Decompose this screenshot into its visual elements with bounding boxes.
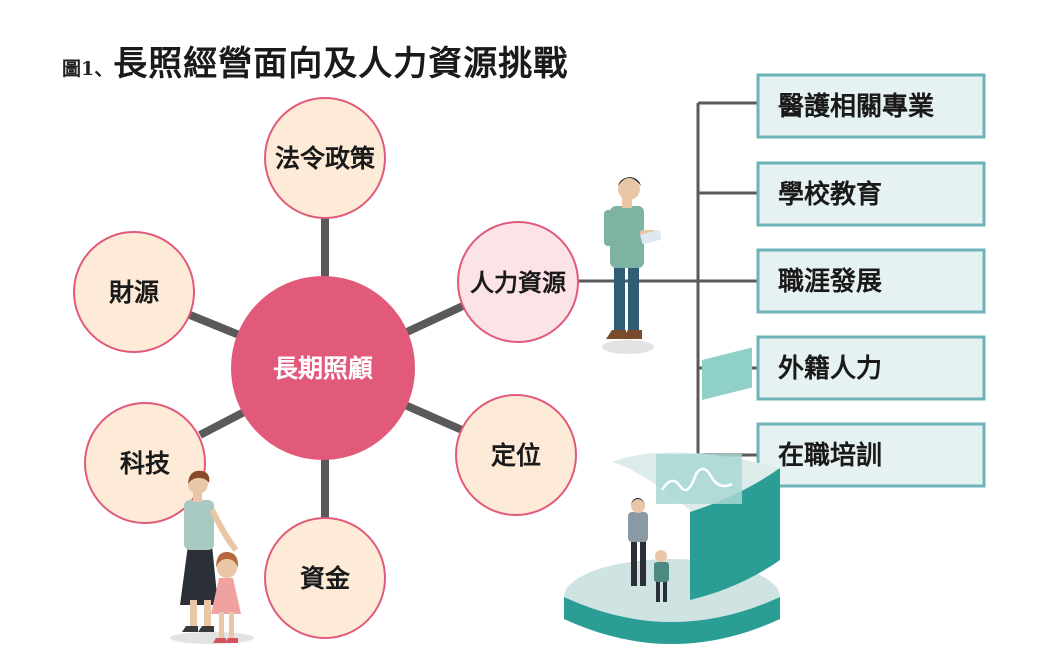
hr-box-training-label: 在職培訓	[778, 440, 882, 471]
satellite-finance-label: 財源	[109, 278, 159, 307]
hr-box-school: 學校教育	[756, 161, 986, 227]
figure-title: 圖1、 長照經營面向及人力資源挑戰	[62, 36, 568, 85]
satellite-position-label: 定位	[491, 441, 541, 470]
figure-number: 圖1、	[62, 58, 114, 80]
satellite-hr: 人力資源	[457, 221, 579, 343]
caregiver-with-child-illustration	[170, 470, 254, 644]
satellite-hr-label: 人力資源	[470, 268, 566, 297]
hr-box-foreign: 外籍人力	[756, 335, 986, 401]
hr-box-career-label: 職涯發展	[778, 267, 882, 297]
satellite-tech-label: 科技	[120, 449, 170, 478]
hr-branch-connectors	[578, 101, 758, 457]
person-with-tablet-illustration	[602, 177, 662, 354]
satellite-capital: 資金	[264, 517, 386, 639]
hr-box-training: 在職培訓	[756, 422, 986, 488]
hr-box-career: 職涯發展	[756, 248, 986, 314]
satellite-policy-label: 法令政策	[275, 144, 376, 173]
hr-box-foreign-label: 外籍人力	[778, 353, 882, 384]
hr-box-medical-label: 醫護相關專業	[778, 91, 934, 122]
satellite-tech: 科技	[84, 402, 206, 524]
satellite-capital-label: 資金	[300, 564, 351, 593]
hr-box-school-label: 學校教育	[778, 179, 882, 210]
center-label: 長期照顧	[273, 354, 373, 383]
center-node: 長期照顧	[231, 276, 415, 460]
training-platform-illustration	[564, 347, 780, 644]
satellite-finance: 財源	[73, 231, 195, 353]
satellite-policy: 法令政策	[264, 97, 386, 219]
satellite-position: 定位	[455, 394, 577, 516]
figure-heading: 長照經營面向及人力資源挑戰	[113, 44, 569, 84]
hr-box-medical: 醫護相關專業	[756, 73, 986, 139]
